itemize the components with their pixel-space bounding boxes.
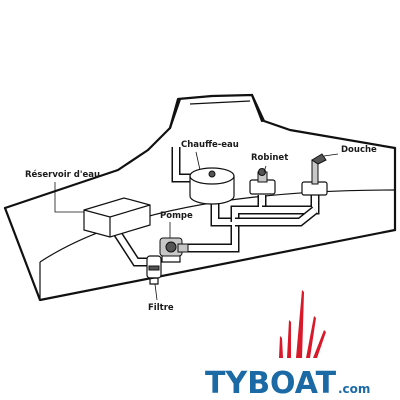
filter: [146, 255, 162, 285]
boat-hull: [3, 93, 397, 302]
water-pipes: [110, 147, 320, 267]
logo-suffix: .com: [338, 382, 370, 396]
sail-2: [306, 316, 316, 358]
shower: [301, 153, 328, 196]
leader-lines: [54, 151, 339, 301]
logo-sails-icon: [279, 290, 326, 358]
sail-5: [279, 336, 283, 358]
label-filtre: Filtre: [148, 303, 174, 313]
label-reservoir: Réservoir d'eau: [25, 169, 100, 180]
label-douche: Douche: [341, 145, 377, 155]
pump: [159, 237, 189, 263]
label-chauffe-eau: Chauffe-eau: [181, 140, 239, 150]
label-pompe: Pompe: [160, 211, 193, 221]
water-heater: [189, 167, 235, 205]
sail-4: [287, 320, 291, 358]
sail-3: [313, 330, 326, 358]
logo-brand: TYBOAT: [205, 366, 337, 400]
faucet: [249, 168, 276, 195]
sail-1: [296, 290, 304, 358]
label-robinet: Robinet: [251, 153, 288, 163]
tyboat-logo: TYBOAT .com: [205, 290, 370, 400]
water-tank: [83, 197, 151, 238]
